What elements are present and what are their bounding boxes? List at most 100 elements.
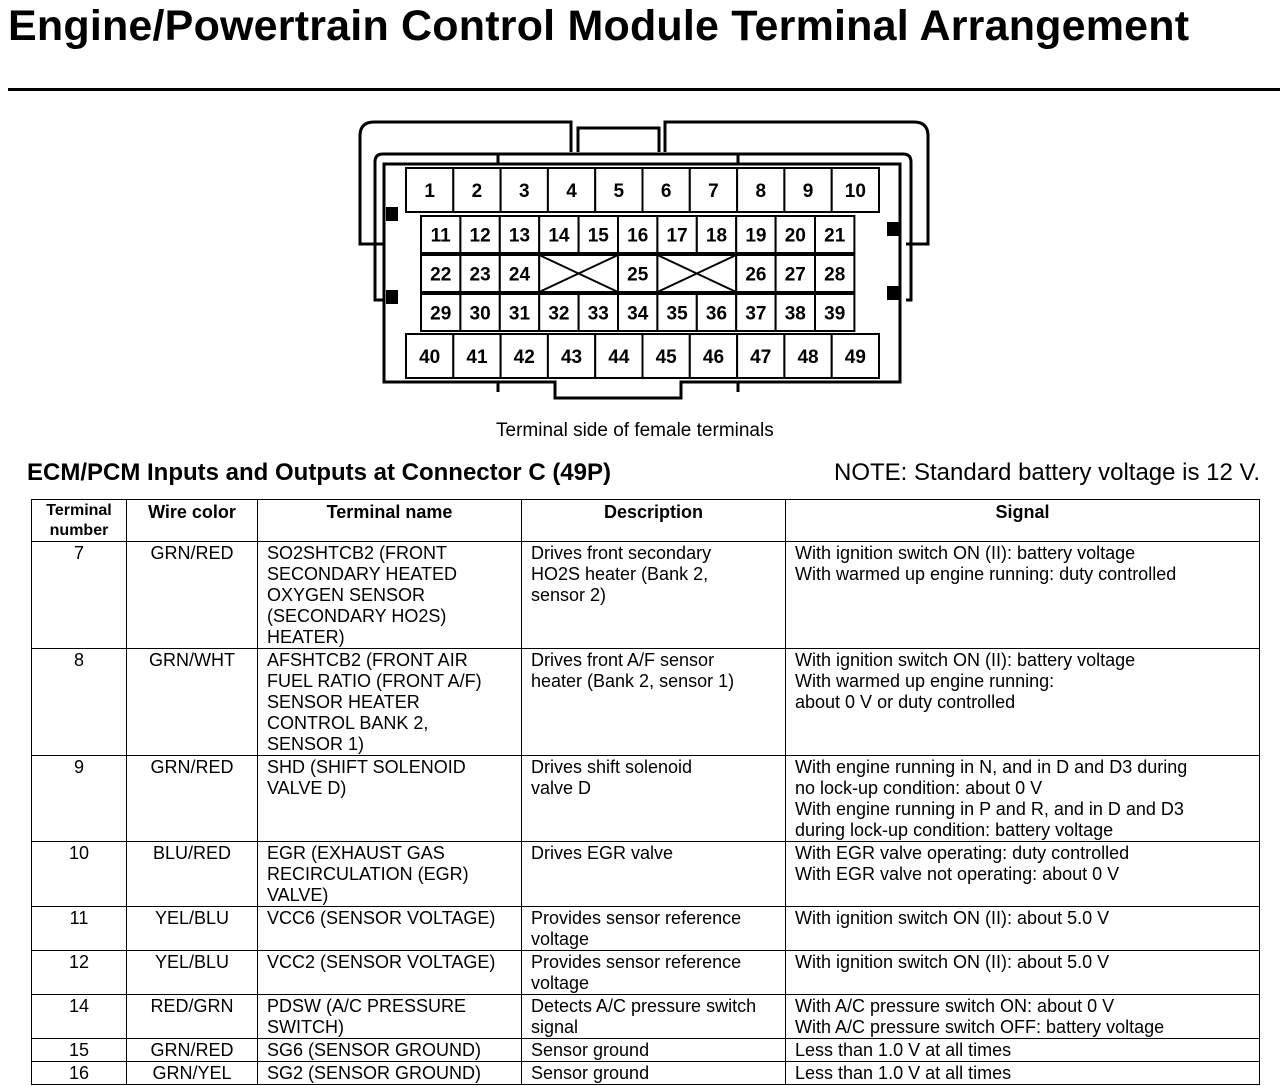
terminal-label: 43 [561, 347, 582, 368]
terminal-label: 39 [824, 304, 845, 325]
terminal-name-cell: SO2SHTCB2 (FRONT SECONDARY HEATED OXYGEN… [257, 541, 522, 649]
terminal-cavity [736, 167, 786, 213]
page-title: Engine/Powertrain Control Module Termina… [8, 2, 1190, 50]
terminal-label: 7 [708, 181, 719, 202]
terminal-label: 47 [750, 347, 771, 368]
terminal-cavity [617, 215, 659, 254]
terminal-label: 27 [785, 265, 806, 286]
terminal-label: 8 [755, 181, 766, 202]
terminal-label: 22 [430, 265, 451, 286]
terminal-cavity [774, 293, 816, 332]
connector-outer-shell [358, 120, 930, 246]
terminal-name-cell: SG6 (SENSOR GROUND) [257, 1038, 522, 1062]
terminal-cavity [459, 254, 501, 293]
wire-color-cell: GRN/YEL [126, 1061, 258, 1085]
table-header-row: Terminal number Wire color Terminal name… [31, 499, 1260, 542]
terminal-label: 33 [588, 304, 609, 325]
terminal-label: 10 [845, 181, 866, 202]
terminal-label: 6 [661, 181, 672, 202]
terminal-label: 24 [509, 265, 531, 286]
description-cell: Provides sensor reference voltage [521, 906, 786, 951]
terminal-cavity [783, 333, 833, 379]
terminal-cavity [695, 215, 738, 254]
description-cell: Detects A/C pressure switch signal [521, 994, 786, 1039]
terminal-label: 26 [745, 265, 766, 286]
terminal-cavity [814, 215, 856, 254]
wire-color-cell: YEL/BLU [126, 950, 258, 995]
terminal-cavity [420, 293, 462, 332]
diagram-caption: Terminal side of female terminals [496, 420, 774, 441]
signal-cell: With ignition switch ON (II): about 5.0 … [785, 906, 1260, 951]
terminal-label: 31 [509, 304, 531, 325]
terminal-label: 16 [627, 226, 648, 247]
wire-color-cell: RED/GRN [126, 994, 258, 1039]
terminal-label: 15 [588, 226, 610, 247]
signal-cell: With A/C pressure switch ON: about 0 V W… [785, 994, 1260, 1039]
terminal-name-cell: EGR (EXHAUST GAS RECIRCULATION (EGR) VAL… [257, 841, 522, 907]
header-terminal-number: Terminal number [31, 499, 127, 542]
header-description: Description [521, 499, 786, 542]
terminal-label: 4 [566, 181, 577, 202]
terminal-label: 9 [803, 181, 814, 202]
wire-color-cell: BLU/RED [126, 841, 258, 907]
title-divider [8, 88, 1280, 91]
terminal-label: 42 [514, 347, 535, 368]
signal-cell: With ignition switch ON (II): about 5.0 … [785, 950, 1260, 995]
terminal-number-cell: 16 [31, 1061, 127, 1085]
description-cell: Drives front A/F sensor heater (Bank 2, … [521, 648, 786, 756]
section-title: ECM/PCM Inputs and Outputs at Connector … [27, 459, 612, 486]
terminal-number-cell: 10 [31, 841, 127, 907]
terminal-number-cell: 12 [31, 950, 127, 995]
wire-color-cell: GRN/RED [126, 1038, 258, 1062]
signal-cell: With ignition switch ON (II): battery vo… [785, 541, 1260, 649]
connector-clips [386, 207, 899, 304]
terminal-cavity [498, 215, 541, 254]
wire-color-cell: GRN/RED [126, 541, 258, 649]
terminal-label: 19 [745, 226, 766, 247]
terminal-label: 23 [470, 265, 491, 286]
signal-cell: Less than 1.0 V at all times [785, 1038, 1260, 1062]
terminal-label: 45 [656, 347, 678, 368]
terminal-cavity [452, 333, 502, 379]
terminal-name-cell: SHD (SHIFT SOLENOID VALVE D) [257, 755, 522, 842]
terminal-label: 44 [608, 347, 630, 368]
terminal-label: 29 [430, 304, 451, 325]
signal-cell: Less than 1.0 V at all times [785, 1061, 1260, 1085]
terminal-cavity [499, 333, 549, 379]
terminal-number-cell: 14 [31, 994, 127, 1039]
signal-cell: With engine running in N, and in D and D… [785, 755, 1260, 842]
signal-cell: With EGR valve operating: duty controlle… [785, 841, 1260, 907]
terminal-label: 1 [424, 181, 435, 202]
terminal-number-cell: 11 [31, 906, 127, 951]
terminal-cavity [498, 293, 541, 332]
terminal-cavity [546, 167, 597, 213]
terminal-label: 28 [824, 265, 845, 286]
terminal-number-cell: 9 [31, 755, 127, 842]
blank-cavity-cross [656, 254, 737, 293]
description-cell: Drives shift solenoid valve D [521, 755, 786, 842]
connector-inner-shell [373, 152, 913, 302]
terminal-label: 36 [706, 304, 727, 325]
wire-color-cell: GRN/WHT [126, 648, 258, 756]
terminal-label: 35 [667, 304, 689, 325]
terminal-label: 2 [472, 181, 483, 202]
terminal-cavity [656, 293, 698, 332]
terminal-table: Terminal number Wire color Terminal name… [31, 499, 1260, 1085]
terminal-label: 34 [627, 304, 649, 325]
terminal-label: 17 [667, 226, 688, 247]
header-wire-color: Wire color [126, 499, 258, 542]
terminal-cavity [814, 254, 856, 293]
terminal-label: 32 [548, 304, 569, 325]
terminal-number-cell: 7 [31, 541, 127, 649]
terminal-cavity [577, 215, 619, 254]
terminal-cavity [452, 167, 502, 213]
wire-color-cell: YEL/BLU [126, 906, 258, 951]
terminal-name-cell: PDSW (A/C PRESSURE SWITCH) [257, 994, 522, 1039]
terminal-label: 48 [797, 347, 818, 368]
